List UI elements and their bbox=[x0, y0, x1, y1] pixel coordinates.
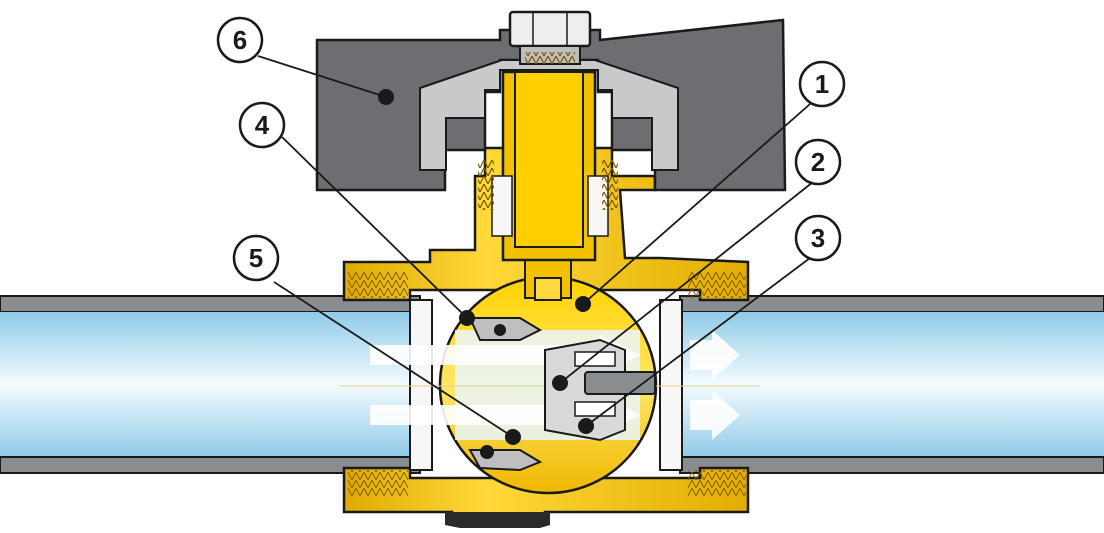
callout-3: 3 bbox=[794, 214, 842, 262]
internal-stem-assembly bbox=[544, 338, 656, 442]
valve-body bbox=[342, 146, 750, 528]
callout-5: 5 bbox=[232, 234, 280, 282]
leader-4 bbox=[281, 136, 468, 319]
right-pipe bbox=[679, 295, 1104, 474]
leader-6 bbox=[257, 55, 387, 98]
leader-dot-1 bbox=[575, 296, 591, 312]
callout-6-label: 6 bbox=[233, 25, 247, 55]
left-pipe bbox=[0, 295, 421, 474]
leader-5 bbox=[273, 281, 514, 438]
leader-3 bbox=[585, 251, 819, 427]
callout-4: 4 bbox=[238, 101, 286, 149]
valve-stem bbox=[478, 70, 618, 262]
callout-6: 6 bbox=[216, 16, 264, 64]
callout-1: 1 bbox=[798, 60, 846, 108]
leader-lines bbox=[257, 55, 819, 438]
callout-5-label: 5 bbox=[249, 243, 263, 273]
callout-1-label: 1 bbox=[815, 69, 829, 99]
leader-1 bbox=[582, 96, 819, 305]
ball-seat-seals bbox=[459, 310, 543, 472]
top-nut bbox=[508, 10, 592, 65]
callout-2: 2 bbox=[794, 138, 842, 186]
leader-2 bbox=[559, 177, 819, 384]
callout-3-label: 3 bbox=[811, 223, 825, 253]
callout-2-label: 2 bbox=[811, 147, 825, 177]
callout-4-label: 4 bbox=[255, 110, 270, 140]
handle bbox=[315, 18, 787, 192]
